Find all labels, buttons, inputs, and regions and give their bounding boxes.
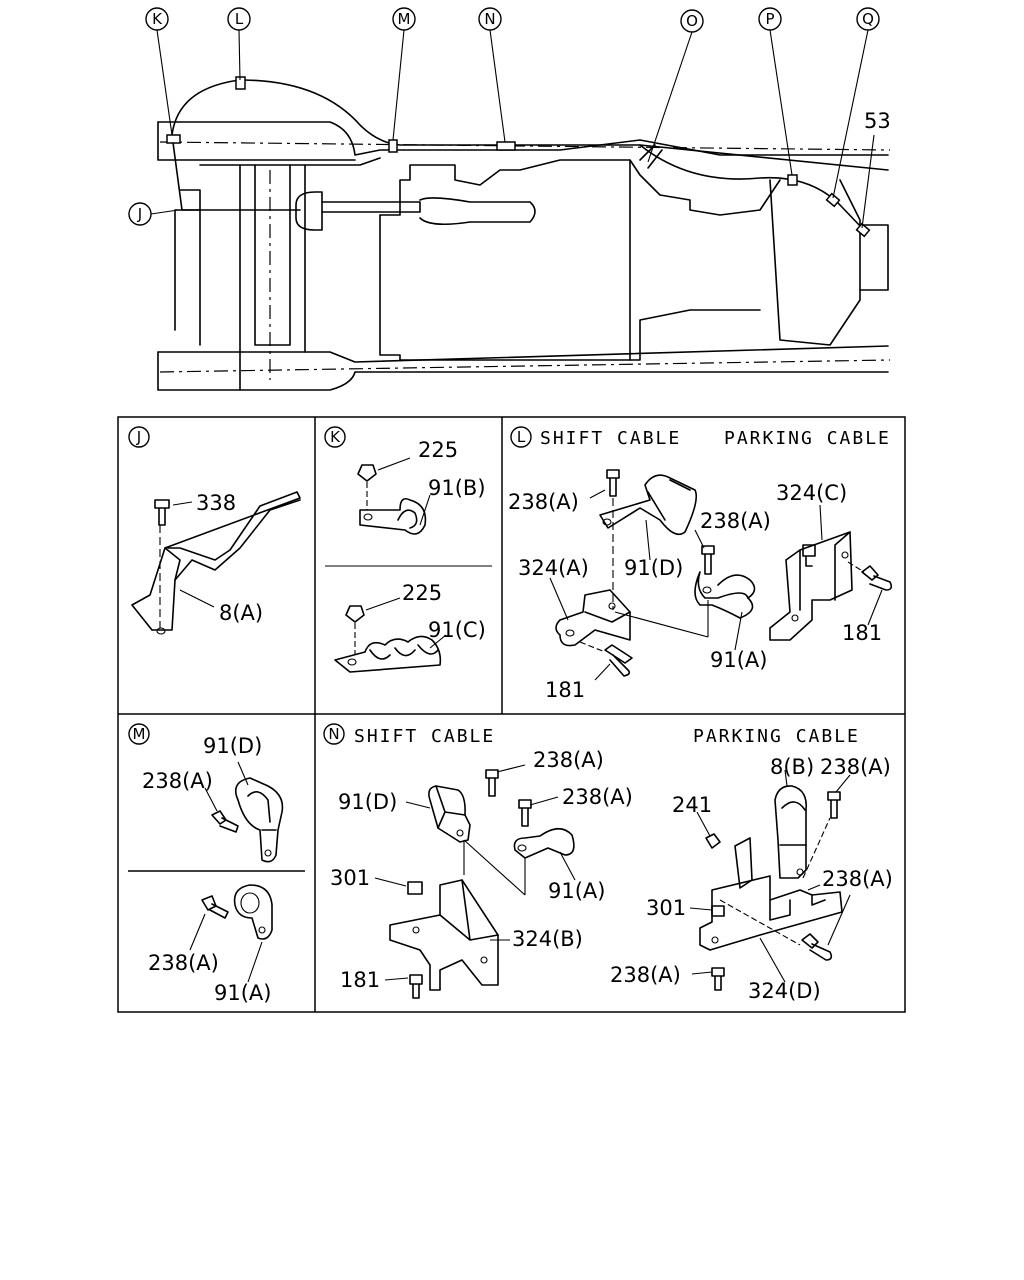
svg-text:K: K bbox=[152, 10, 163, 28]
panel-n-title-parking: PARKING CABLE bbox=[693, 726, 860, 747]
label-238a-l2: 238(A) bbox=[700, 509, 771, 533]
svg-text:J: J bbox=[136, 428, 141, 446]
label-238a-m1: 238(A) bbox=[142, 769, 213, 793]
callout-k: K bbox=[145, 7, 169, 31]
label-91b: 91(B) bbox=[428, 476, 486, 500]
callout-l: L bbox=[227, 7, 251, 31]
svg-text:N: N bbox=[328, 725, 339, 743]
label-181-n: 181 bbox=[340, 968, 380, 992]
label-324a: 324(A) bbox=[518, 556, 589, 580]
svg-text:M: M bbox=[133, 725, 146, 743]
label-91a-l: 91(A) bbox=[710, 648, 767, 672]
label-238a-n4: 238(A) bbox=[822, 867, 893, 891]
label-241: 241 bbox=[672, 793, 712, 817]
label-181-l-left: 181 bbox=[545, 678, 585, 702]
callout-q: Q bbox=[856, 7, 880, 31]
callout-o: O bbox=[680, 9, 704, 33]
label-324b: 324(B) bbox=[512, 927, 583, 951]
svg-text:K: K bbox=[330, 428, 341, 446]
callout-p: P bbox=[758, 7, 782, 31]
label-91d-m: 91(D) bbox=[203, 734, 262, 758]
label-301-n1: 301 bbox=[330, 866, 370, 890]
callout-n: N bbox=[478, 7, 502, 31]
panel-j: J 338 8(A) bbox=[128, 426, 301, 635]
callout-j: J bbox=[128, 202, 152, 226]
label-338: 338 bbox=[196, 491, 236, 515]
label-225-upper: 225 bbox=[418, 438, 458, 462]
label-238a-n2: 238(A) bbox=[562, 785, 633, 809]
label-238a-n5: 238(A) bbox=[610, 963, 681, 987]
panel-grid bbox=[117, 416, 906, 1013]
panel-n-title-shift: SHIFT CABLE bbox=[354, 726, 495, 747]
svg-text:O: O bbox=[686, 12, 698, 30]
svg-text:L: L bbox=[517, 428, 526, 446]
svg-text:M: M bbox=[398, 10, 411, 28]
label-225-lower: 225 bbox=[402, 581, 442, 605]
label-8b: 8(B) bbox=[770, 755, 814, 779]
panel-k: K 225 91(B) 225 91(C) bbox=[324, 426, 486, 673]
callout-m: M bbox=[392, 7, 416, 31]
panel-m: M 91(D) 238(A) 238(A) 91(A) bbox=[128, 723, 284, 1005]
label-238a-m2: 238(A) bbox=[148, 951, 219, 975]
panel-l: L SHIFT CABLE PARKING CABLE bbox=[508, 426, 893, 702]
label-238a-n1: 238(A) bbox=[533, 748, 604, 772]
label-301-n2: 301 bbox=[646, 896, 686, 920]
panel-n: N SHIFT CABLE PARKING CABLE 238(A) 238(A… bbox=[323, 723, 893, 1003]
label-324d: 324(D) bbox=[748, 979, 821, 1003]
chassis-overview bbox=[150, 29, 891, 391]
panel-l-title-shift: SHIFT CABLE bbox=[540, 428, 681, 449]
label-91a-n: 91(A) bbox=[548, 879, 605, 903]
label-91c: 91(C) bbox=[428, 618, 486, 642]
label-324c: 324(C) bbox=[776, 481, 847, 505]
panel-l-title-parking: PARKING CABLE bbox=[724, 428, 891, 449]
svg-text:J: J bbox=[137, 205, 142, 223]
label-91a-m: 91(A) bbox=[214, 981, 271, 1005]
svg-text:Q: Q bbox=[862, 10, 874, 28]
label-8a: 8(A) bbox=[219, 601, 263, 625]
svg-text:L: L bbox=[235, 10, 244, 28]
svg-text:P: P bbox=[765, 10, 774, 28]
part-53-label: 53 bbox=[864, 109, 891, 133]
label-238a-n3: 238(A) bbox=[820, 755, 891, 779]
label-91d-l: 91(D) bbox=[624, 556, 683, 580]
label-91d-n: 91(D) bbox=[338, 790, 397, 814]
svg-text:N: N bbox=[484, 10, 495, 28]
label-238a-l1: 238(A) bbox=[508, 490, 579, 514]
label-181-l-right: 181 bbox=[842, 621, 882, 645]
